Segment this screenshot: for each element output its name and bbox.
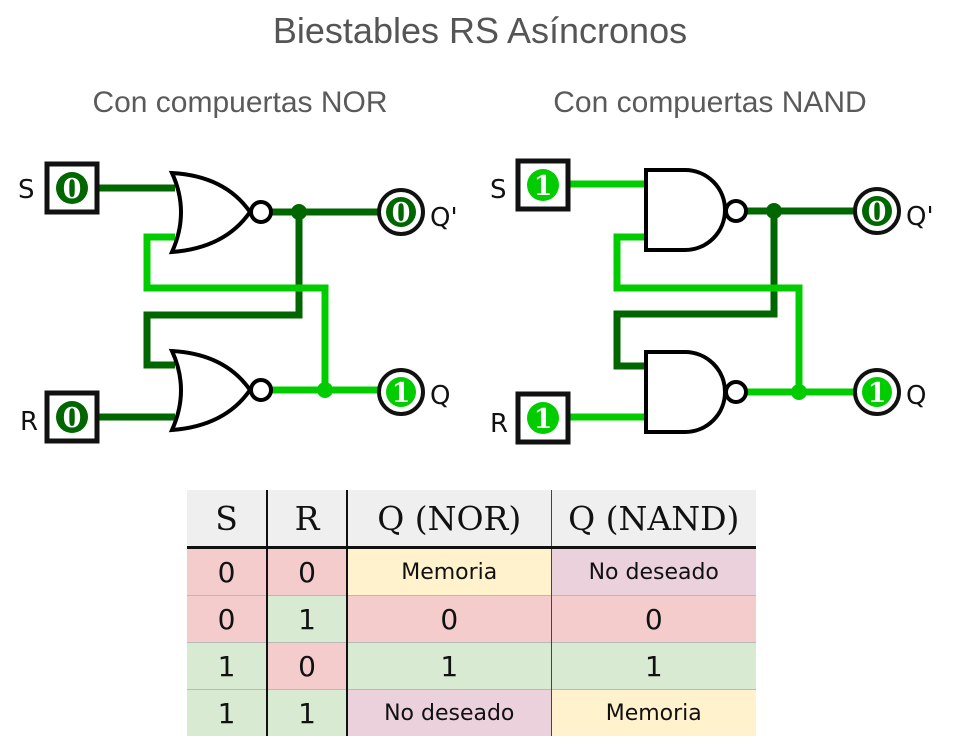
header-s: S (187, 490, 267, 548)
cell-s: 1 (187, 689, 267, 736)
junction-qn (766, 203, 782, 219)
junction-q (791, 384, 807, 400)
nand-latch-circuit: S 1 R 1 0 Q' 1 Q (490, 158, 934, 445)
truth-table: S R Q (NOR) Q (NAND) 0 0 Memoria No dese… (187, 490, 756, 736)
nand-circuit-subtitle: Con compuertas NAND (553, 86, 867, 119)
junction-q (317, 382, 333, 398)
input-r-toggle[interactable]: 1 (515, 391, 571, 445)
nand-gate-bottom (644, 350, 727, 434)
cell-s: 1 (187, 642, 267, 690)
output-q-led: 1 (377, 368, 425, 416)
nor-gate-bottom (168, 348, 253, 433)
header-r: R (266, 490, 347, 548)
output-qn-value: 0 (868, 197, 887, 228)
input-r-value: 1 (534, 404, 553, 435)
output-qn-led: 0 (377, 188, 425, 236)
cell-q-nor: No deseado (346, 689, 551, 736)
output-qn-label: Q' (906, 202, 934, 232)
cell-r: 0 (266, 642, 347, 690)
cell-q-nor: 1 (346, 642, 551, 690)
nand-gate-top (644, 168, 727, 252)
wire-qn-output (613, 207, 860, 370)
cell-q-nand: Memoria (550, 689, 756, 736)
cell-s: 0 (187, 595, 267, 643)
page-title: Biestables RS Asíncronos (272, 10, 688, 51)
input-r-label: R (20, 407, 38, 437)
table-row: 0 0 Memoria No deseado (187, 547, 756, 596)
input-r-value: 0 (63, 403, 82, 434)
output-q-led: 1 (853, 368, 901, 416)
wire-qn-output (143, 208, 380, 369)
input-s-value: 1 (534, 171, 553, 202)
cell-q-nand: 0 (550, 595, 756, 643)
cell-r: 1 (266, 689, 347, 736)
input-s-label: S (18, 175, 35, 205)
output-q-label: Q (430, 381, 450, 411)
nor-gate-top (168, 170, 253, 255)
input-s-value: 0 (63, 174, 82, 205)
table-row: 0 1 0 0 (187, 595, 756, 643)
cell-q-nand: No deseado (550, 547, 756, 596)
input-s-label: S (490, 175, 507, 205)
junction-qn (291, 204, 307, 220)
nor-gate-bottom-bubble (249, 378, 273, 402)
cell-r: 1 (266, 595, 347, 643)
nor-gate-top-bubble (249, 200, 273, 224)
truth-table-header-row: S R Q (NOR) Q (NAND) (187, 490, 756, 548)
output-q-value: 1 (392, 378, 411, 409)
cell-r: 0 (266, 547, 347, 596)
cell-q-nand: 1 (550, 642, 756, 690)
output-q-value: 1 (868, 378, 887, 409)
nand-gate-bottom-bubble (724, 380, 748, 404)
input-s-toggle[interactable]: 1 (515, 158, 571, 212)
header-q-nor: Q (NOR) (346, 490, 551, 548)
table-row: 1 1 No deseado Memoria (187, 689, 756, 736)
input-r-label: R (490, 409, 508, 439)
input-r-toggle[interactable]: 0 (44, 390, 100, 444)
output-qn-label: Q' (430, 203, 458, 233)
table-row: 1 0 1 1 (187, 642, 756, 690)
cell-s: 0 (187, 547, 267, 596)
header-q-nand: Q (NAND) (550, 490, 756, 548)
input-s-toggle[interactable]: 0 (44, 161, 100, 215)
cell-q-nor: Memoria (346, 547, 551, 596)
cell-q-nor: 0 (346, 595, 551, 643)
output-qn-value: 0 (392, 198, 411, 229)
nand-gate-top-bubble (724, 199, 748, 223)
nor-latch-circuit: S 0 R 0 0 Q' 1 Q (18, 161, 458, 444)
output-qn-led: 0 (853, 187, 901, 235)
nor-circuit-subtitle: Con compuertas NOR (92, 86, 388, 119)
output-q-label: Q (906, 381, 926, 411)
